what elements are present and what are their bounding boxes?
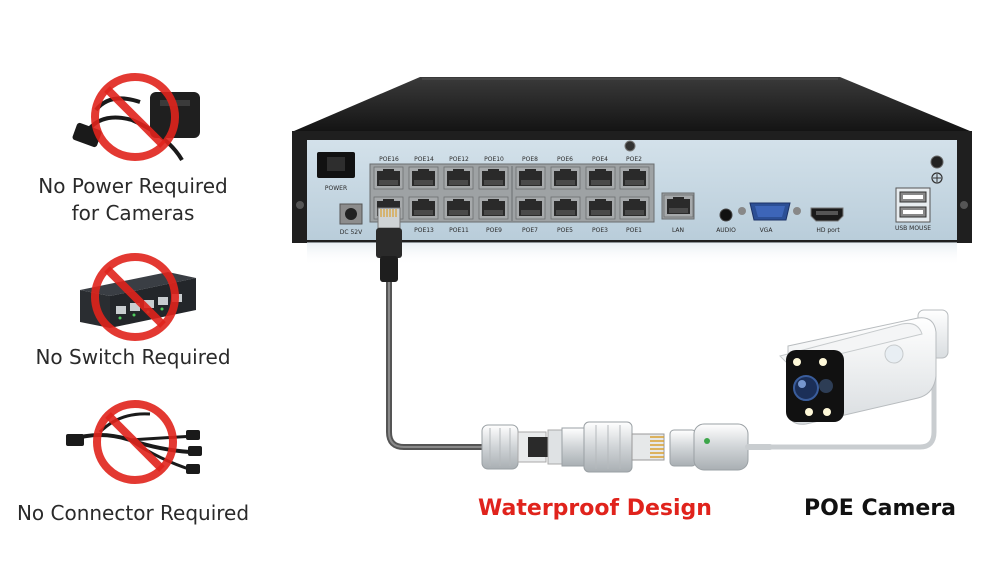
audio-jack-icon: [719, 208, 733, 222]
reset-hole-icon: [930, 155, 944, 169]
waterproof-connector: [481, 421, 773, 473]
prohibited-icon: [91, 73, 179, 161]
no-power-line-2: for Cameras: [71, 201, 195, 225]
lan-port: [661, 192, 695, 220]
status-led-icon: [704, 438, 710, 444]
dc-label: DC 52V: [340, 229, 363, 236]
port-label: POE16: [379, 156, 399, 163]
hdmi-port: [810, 207, 844, 222]
port-label: POE4: [592, 156, 608, 163]
audio-label: AUDIO: [716, 227, 736, 234]
camera-lens-icon: [793, 375, 819, 401]
screw-icon: [296, 201, 304, 209]
nvr-recorder: POWER DC 52V POE16 POE14 POE12 POE10 POE…: [292, 77, 972, 266]
screw-icon: [960, 201, 968, 209]
poe-bullet-camera: [779, 309, 949, 425]
port-label: POE3: [592, 227, 608, 234]
network-cable: [376, 207, 485, 450]
no-power-line-1: No Power Required: [38, 174, 228, 198]
port-label: POE5: [557, 227, 573, 234]
bottom-port-labels: POE13 POE11 POE9 POE7 POE5 POE3 POE1: [414, 227, 642, 234]
usb-label: USB MOUSE: [895, 225, 931, 232]
port-label: POE8: [522, 156, 538, 163]
port-label: POE13: [414, 227, 434, 234]
power-label: POWER: [325, 185, 347, 192]
prohibited-icon: [91, 253, 179, 341]
poe-camera-caption: POE Camera: [803, 496, 957, 521]
prohibited-icon: [93, 400, 177, 484]
ground-screw-icon: [624, 140, 636, 152]
port-label: POE6: [557, 156, 573, 163]
ground-icon: [931, 172, 943, 184]
port-label: POE2: [626, 156, 642, 163]
hd-label: HD port: [816, 227, 840, 234]
port-label: POE14: [414, 156, 434, 163]
camera-cable: [767, 349, 937, 450]
nvr-reflection: [307, 242, 957, 266]
port-label: POE10: [484, 156, 504, 163]
no-power-caption: No Power Required for Cameras: [10, 173, 256, 227]
no-connector-caption: No Connector Required: [16, 501, 250, 525]
rj45-boot: [376, 228, 402, 258]
port-label: POE9: [486, 227, 502, 234]
nvr-lid: [294, 77, 970, 131]
port-label: POE1: [626, 227, 642, 234]
vga-label: VGA: [760, 227, 774, 234]
lan-label: LAN: [672, 227, 684, 234]
port-label: POE7: [522, 227, 538, 234]
port-label: POE12: [449, 156, 469, 163]
no-switch-caption: No Switch Required: [35, 345, 231, 369]
usb-ports: [895, 187, 931, 223]
waterproof-caption: Waterproof Design: [478, 496, 712, 521]
dc-jack-icon: [345, 208, 357, 220]
camera-socket: [693, 423, 749, 471]
vga-port: [738, 202, 801, 221]
brand-logo-icon: [884, 344, 904, 364]
port-label: POE11: [449, 227, 469, 234]
top-port-labels: POE16 POE14 POE12 POE10 POE8 POE6 POE4 P…: [379, 156, 642, 163]
rj45-plug: [631, 433, 665, 461]
power-adapter-icon: [72, 92, 200, 162]
